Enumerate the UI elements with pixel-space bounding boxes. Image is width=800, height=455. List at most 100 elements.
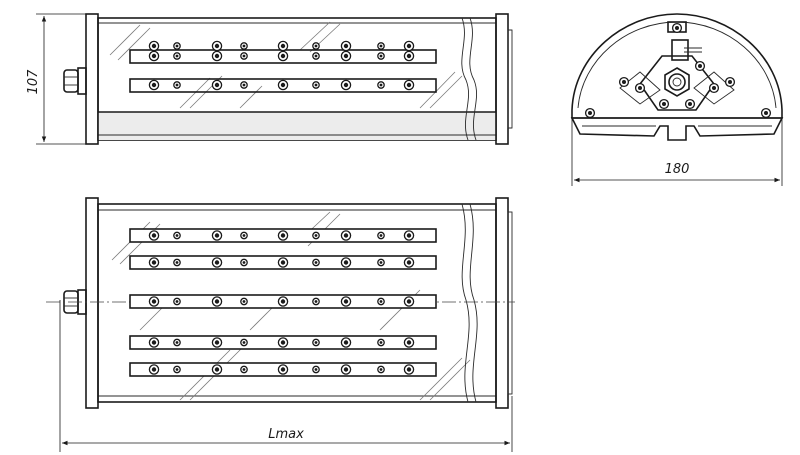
led-core bbox=[379, 368, 383, 371]
screw-core bbox=[638, 86, 642, 90]
led-core bbox=[314, 44, 318, 48]
top-view-cable-gland bbox=[63, 67, 87, 95]
led-core bbox=[242, 44, 246, 48]
top-view-right-cap bbox=[495, 13, 509, 145]
led-core bbox=[151, 299, 157, 304]
led-core bbox=[406, 53, 412, 59]
led-core bbox=[242, 261, 246, 264]
screw-core bbox=[662, 102, 666, 106]
led-core bbox=[280, 299, 286, 304]
top-view bbox=[63, 13, 513, 145]
dimension-height-label: 107 bbox=[26, 69, 41, 95]
led-core bbox=[406, 340, 412, 345]
top-view-led-strip-2 bbox=[129, 78, 437, 93]
led-core bbox=[280, 260, 286, 265]
led-core bbox=[242, 341, 246, 344]
led-core bbox=[343, 233, 349, 238]
led-core bbox=[343, 43, 349, 49]
led-core bbox=[151, 82, 157, 88]
led-core bbox=[379, 261, 383, 264]
led-core bbox=[406, 299, 412, 304]
led-core bbox=[214, 260, 220, 265]
end-view-screws bbox=[584, 22, 772, 119]
led-core bbox=[280, 43, 286, 49]
top-view-left-cap bbox=[85, 13, 99, 145]
screw-core bbox=[588, 111, 592, 115]
led-core bbox=[242, 300, 246, 303]
led-core bbox=[175, 341, 179, 344]
led-core bbox=[379, 44, 383, 48]
screw-core bbox=[622, 80, 626, 84]
led-core bbox=[343, 82, 349, 88]
led-core bbox=[379, 300, 383, 303]
led-core bbox=[406, 43, 412, 49]
led-core bbox=[343, 367, 349, 372]
led-core bbox=[175, 44, 179, 48]
led-core bbox=[379, 54, 383, 58]
led-core bbox=[343, 299, 349, 304]
led-core bbox=[214, 340, 220, 345]
bottom-view-left-cap bbox=[85, 197, 99, 409]
led-core bbox=[314, 300, 318, 303]
led-core bbox=[151, 43, 157, 49]
dimension-width-label: 180 bbox=[665, 162, 690, 177]
bottom-view-leds bbox=[148, 230, 415, 375]
led-core bbox=[314, 54, 318, 58]
led-core bbox=[242, 83, 246, 87]
led-core bbox=[314, 234, 318, 237]
led-core bbox=[343, 53, 349, 59]
screw-core bbox=[675, 26, 679, 30]
led-core bbox=[175, 54, 179, 58]
led-core bbox=[343, 340, 349, 345]
screw-core bbox=[688, 102, 692, 106]
led-core bbox=[379, 341, 383, 344]
end-view-center-gland bbox=[664, 67, 690, 97]
led-core bbox=[175, 83, 179, 87]
screw-core bbox=[728, 80, 732, 84]
dimension-width: 180 bbox=[571, 118, 783, 186]
led-core bbox=[151, 340, 157, 345]
led-core bbox=[406, 367, 412, 372]
end-view-base bbox=[570, 117, 784, 141]
led-core bbox=[280, 53, 286, 59]
led-core bbox=[214, 43, 220, 49]
bottom-view-right-cap bbox=[495, 197, 509, 409]
bottom-view bbox=[46, 197, 515, 409]
top-view-lower-band bbox=[98, 112, 496, 140]
screw-core bbox=[712, 86, 716, 90]
led-core bbox=[175, 300, 179, 303]
led-core bbox=[151, 367, 157, 372]
led-core bbox=[214, 233, 220, 238]
led-core bbox=[175, 234, 179, 237]
led-core bbox=[242, 234, 246, 237]
led-core bbox=[314, 261, 318, 264]
led-core bbox=[242, 54, 246, 58]
led-core bbox=[406, 82, 412, 88]
dimension-length: Lmax bbox=[59, 300, 513, 452]
led-core bbox=[314, 368, 318, 371]
led-core bbox=[175, 261, 179, 264]
led-core bbox=[214, 53, 220, 59]
led-core bbox=[242, 368, 246, 371]
screw-core bbox=[698, 64, 702, 68]
led-core bbox=[151, 233, 157, 238]
led-core bbox=[175, 368, 179, 371]
top-view-hatch bbox=[109, 21, 463, 109]
led-core bbox=[280, 82, 286, 88]
led-core bbox=[343, 260, 349, 265]
led-core bbox=[214, 367, 220, 372]
led-core bbox=[314, 83, 318, 87]
end-view bbox=[570, 13, 784, 141]
screw-core bbox=[764, 111, 768, 115]
led-core bbox=[280, 367, 286, 372]
dimension-height: 107 bbox=[26, 13, 86, 145]
end-view-housing bbox=[571, 13, 783, 119]
led-core bbox=[314, 341, 318, 344]
led-core bbox=[280, 340, 286, 345]
led-core bbox=[151, 53, 157, 59]
led-core bbox=[151, 260, 157, 265]
led-core bbox=[379, 234, 383, 237]
led-core bbox=[406, 233, 412, 238]
top-view-leds bbox=[148, 40, 415, 91]
